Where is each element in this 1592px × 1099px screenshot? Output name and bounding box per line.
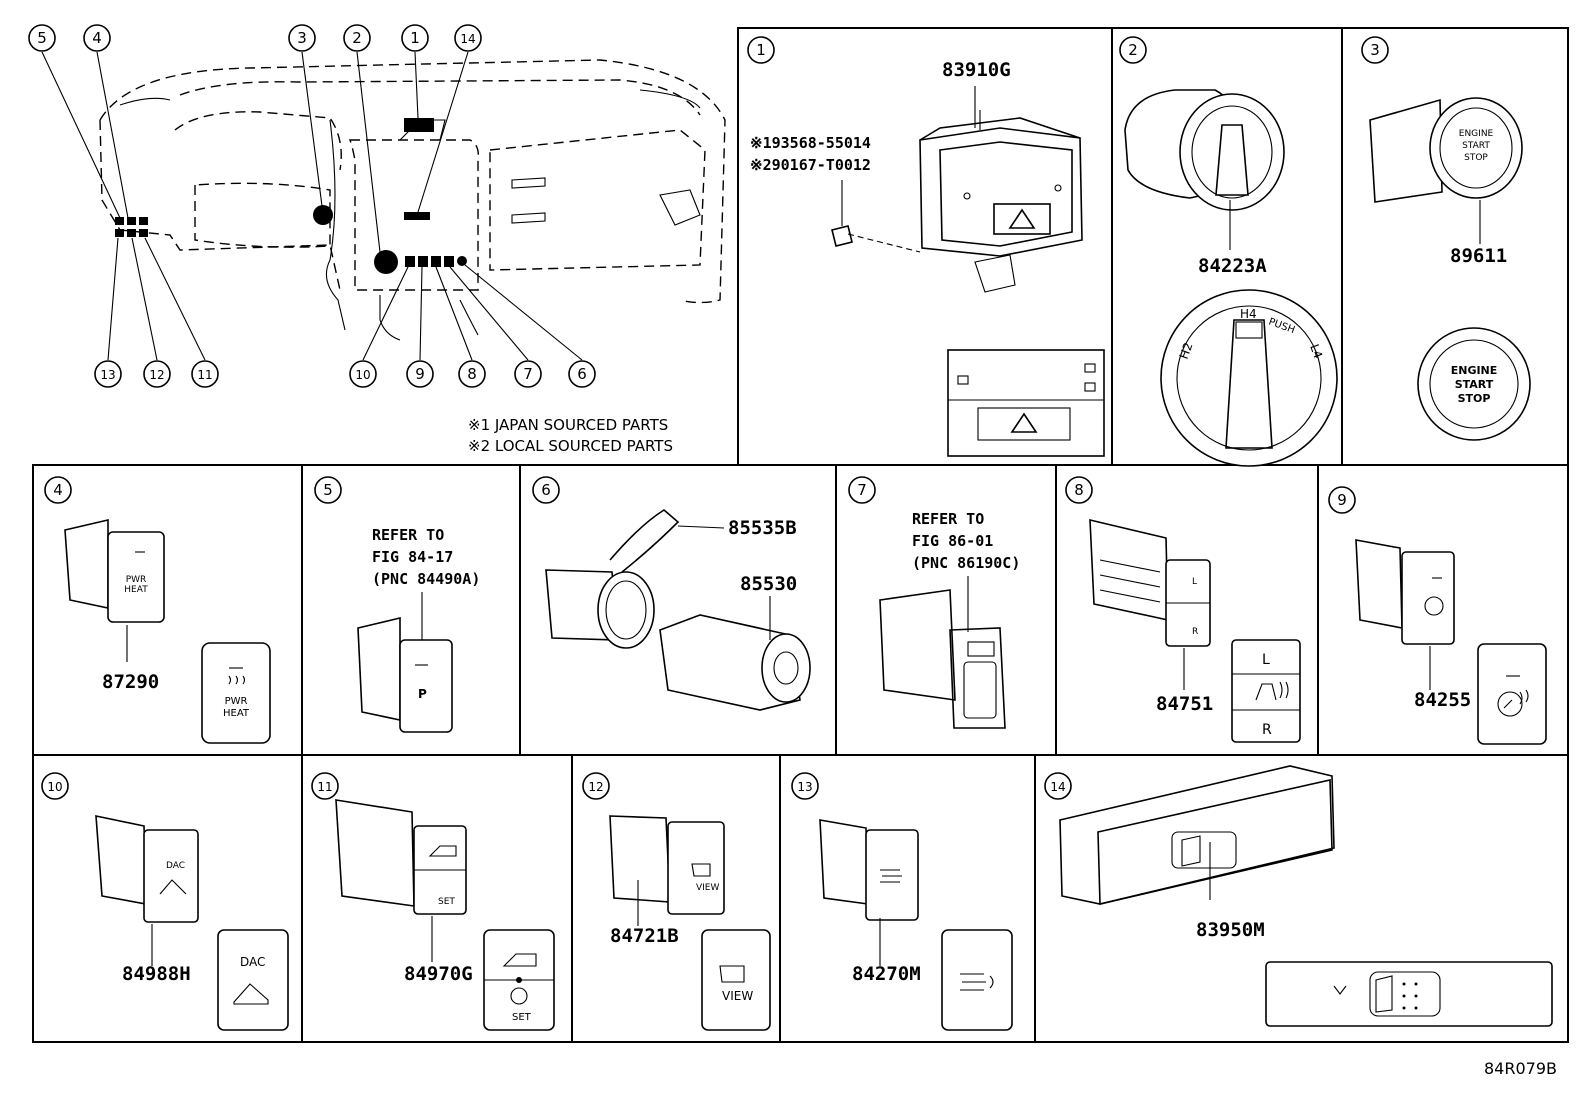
panel-number: 10 <box>47 780 62 794</box>
part-reference: ※193568-55014 <box>750 134 871 152</box>
note-local-sourced: ※2 LOCAL SOURCED PARTS <box>468 437 673 455</box>
panel-6: 6 85535B 85530 <box>532 476 811 711</box>
panel-number: 13 <box>797 780 812 794</box>
switch-label: DAC <box>240 955 265 969</box>
switch-label: SET <box>512 1012 532 1023</box>
part-number-85535B: 85535B <box>728 517 797 539</box>
part-number-85530: 85530 <box>740 573 797 595</box>
panel-1: 1 83910G ※193568-55014 ※290167-T0012 <box>747 36 1105 457</box>
callout-13: 13 <box>100 368 115 382</box>
callout-3: 3 <box>297 29 307 47</box>
dashboard-overview <box>41 51 726 361</box>
callout-12: 12 <box>149 368 164 382</box>
refer-text: FIG 86-01 <box>912 532 993 550</box>
button-text: STOP <box>1458 392 1491 405</box>
panel-10: 10 84988H DAC DAC <box>41 772 289 1031</box>
panel-number: 6 <box>541 481 551 499</box>
panel-number: 12 <box>588 780 603 794</box>
part-reference: ※290167-T0012 <box>750 156 871 174</box>
part-number-84255: 84255 <box>1414 689 1471 711</box>
panel-7: 7 REFER TO FIG 86-01 (PNC 86190C) <box>848 476 1020 729</box>
part-number-84721B: 84721B <box>610 925 679 947</box>
callout-5: 5 <box>37 29 47 47</box>
seat-label-l: L <box>1262 652 1270 668</box>
callout-8: 8 <box>467 365 477 383</box>
part-number-84223A: 84223A <box>1198 255 1267 277</box>
panel-number: 9 <box>1337 491 1347 509</box>
panel-8: 8 84751 L R L R <box>1065 476 1301 743</box>
panel-9: 9 84255 <box>1328 486 1547 745</box>
panel-number: 2 <box>1128 41 1138 59</box>
panel-13: 13 84270M <box>791 772 1013 1031</box>
panel-number: 14 <box>1050 780 1065 794</box>
dial-label-h4: H4 <box>1240 307 1257 321</box>
panel-11: 11 84970G SET SET <box>311 772 555 1031</box>
switch-label: PWR <box>225 696 248 707</box>
part-number-84270M: 84270M <box>852 963 921 985</box>
switch-label: DAC <box>166 861 185 871</box>
overview-callouts: 5 4 3 2 1 14 13 12 11 10 9 8 7 6 <box>28 24 596 388</box>
switch-label: PWR <box>126 575 147 585</box>
panel-14: 14 83950M <box>1044 765 1553 1027</box>
button-text: ENGINE <box>1459 129 1494 139</box>
panel-grid <box>32 27 1569 1043</box>
panel-number: 3 <box>1370 41 1380 59</box>
figure-code: 84R079B <box>1484 1059 1557 1078</box>
callout-14: 14 <box>460 32 475 46</box>
button-text: ENGINE <box>1451 364 1498 377</box>
button-text: STOP <box>1464 153 1488 163</box>
part-number-84988H: 84988H <box>122 963 191 985</box>
callout-10: 10 <box>355 368 370 382</box>
switch-label: VIEW <box>722 989 753 1003</box>
panel-number: 5 <box>323 481 333 499</box>
panel-number: 8 <box>1074 481 1084 499</box>
dial-label-h2: H2 <box>1177 341 1196 361</box>
seat-label-r: R <box>1262 722 1272 738</box>
panel-3: 3 89611 ENGINE START STOP ENGINE START S… <box>1361 36 1531 441</box>
switch-label: SET <box>438 897 455 907</box>
part-number-84751: 84751 <box>1156 693 1213 715</box>
switch-label: VIEW <box>696 883 719 893</box>
refer-text: FIG 84-17 <box>372 548 453 566</box>
note-japan-sourced: ※1 JAPAN SOURCED PARTS <box>468 416 668 434</box>
panel-number: 1 <box>756 41 766 59</box>
panel-4: 4 87290 PWR HEAT PWR HEAT <box>44 476 271 744</box>
dial-label-l4: L4 <box>1307 342 1325 360</box>
callout-9: 9 <box>415 365 425 383</box>
callout-11: 11 <box>197 368 212 382</box>
refer-text: REFER TO <box>372 526 444 544</box>
callout-2: 2 <box>352 29 362 47</box>
part-number-87290: 87290 <box>102 671 159 693</box>
refer-text: REFER TO <box>912 510 984 528</box>
panel-2: 2 84223A H2 H4 PUSH L4 <box>1119 36 1338 467</box>
part-number-83910G: 83910G <box>942 59 1011 81</box>
parking-icon: P <box>418 687 427 701</box>
seat-label-l: L <box>1192 577 1197 587</box>
callout-1: 1 <box>410 29 420 47</box>
refer-text: (PNC 86190C) <box>912 554 1020 572</box>
seat-label-r: R <box>1192 627 1198 637</box>
refer-text: (PNC 84490A) <box>372 570 480 588</box>
callout-4: 4 <box>92 29 102 47</box>
callout-6: 6 <box>577 365 587 383</box>
button-text: START <box>1455 378 1494 391</box>
part-number-89611: 89611 <box>1450 245 1507 267</box>
panel-number: 4 <box>53 481 63 499</box>
part-number-83950M: 83950M <box>1196 919 1265 941</box>
panel-5: 5 REFER TO FIG 84-17 (PNC 84490A) P <box>314 476 480 733</box>
panel-12: 12 84721B VIEW VIEW <box>582 772 771 1031</box>
switch-label: HEAT <box>223 708 250 719</box>
panel-number: 11 <box>317 780 332 794</box>
button-text: START <box>1462 141 1490 151</box>
callout-7: 7 <box>523 365 533 383</box>
part-number-84970G: 84970G <box>404 963 473 985</box>
switch-label: HEAT <box>124 585 148 595</box>
panel-number: 7 <box>857 481 867 499</box>
